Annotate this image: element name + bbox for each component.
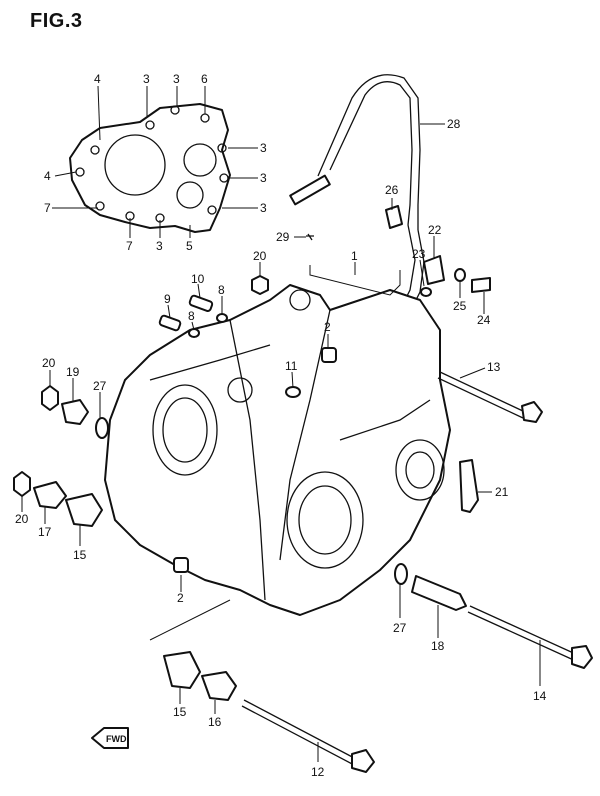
dowel-pin	[173, 557, 189, 573]
dowel-pin	[321, 347, 337, 363]
callout-24: 24	[477, 313, 491, 327]
washer-27-left	[95, 417, 109, 439]
callout-11: 11	[285, 359, 298, 373]
fwd-label: FWD	[106, 734, 127, 744]
collar-17	[33, 481, 67, 509]
bolt-14	[467, 605, 593, 669]
oring-11	[285, 386, 301, 398]
callout-numbers: 4 3 3 6 3 3 3 4 7 7 3 5 28 26 22 23 25 2…	[15, 72, 547, 779]
crankcase-assembly	[104, 284, 451, 616]
callout-27: 27	[93, 379, 107, 393]
callout-2: 2	[177, 591, 184, 605]
clamp-29	[306, 233, 314, 241]
callout-3: 3	[260, 141, 267, 155]
callout-3: 3	[156, 239, 163, 253]
leader-lines	[21, 85, 541, 762]
callout-17: 17	[38, 525, 52, 539]
callout-16: 16	[208, 715, 222, 729]
callout-29: 29	[276, 230, 290, 244]
callout-1: 1	[351, 249, 358, 263]
callout-5: 5	[186, 239, 193, 253]
bracket-21	[459, 459, 479, 513]
callout-22: 22	[428, 223, 442, 237]
callout-14: 14	[533, 689, 547, 703]
collar-18	[411, 575, 467, 611]
cap-26	[385, 205, 403, 229]
bolt-12	[241, 699, 375, 773]
crankcase-gasket	[69, 103, 231, 233]
washer-8a	[216, 313, 228, 323]
callout-20: 20	[42, 356, 56, 370]
callout-3: 3	[173, 72, 180, 86]
collar-19	[61, 399, 89, 425]
callout-20: 20	[15, 512, 29, 526]
bushing-15-left	[65, 493, 103, 527]
callout-10: 10	[191, 272, 205, 286]
callout-23: 23	[412, 247, 426, 261]
callout-4: 4	[94, 72, 101, 86]
callout-2: 2	[324, 320, 331, 334]
figure-title: FIG.3	[30, 10, 83, 32]
bolt-24	[471, 277, 491, 293]
callout-27: 27	[393, 621, 407, 635]
callout-15: 15	[173, 705, 187, 719]
callout-12: 12	[311, 765, 325, 779]
callout-3: 3	[260, 201, 267, 215]
fwd-arrow: FWD	[91, 727, 129, 749]
callout-21: 21	[495, 485, 509, 499]
callout-3: 3	[260, 171, 267, 185]
callout-20: 20	[253, 249, 267, 263]
washer-27-right	[394, 563, 408, 585]
callout-18: 18	[431, 639, 445, 653]
collar-16	[201, 671, 237, 701]
callout-8: 8	[188, 309, 195, 323]
callout-13: 13	[487, 360, 501, 374]
callout-4: 4	[44, 169, 51, 183]
spring-22	[423, 255, 445, 285]
callout-7: 7	[126, 239, 133, 253]
nut-20-upper	[251, 275, 269, 295]
callout-28: 28	[447, 117, 461, 131]
callout-26: 26	[385, 183, 399, 197]
callout-25: 25	[453, 299, 467, 313]
callout-7: 7	[44, 201, 51, 215]
clip-23	[420, 287, 432, 297]
nut-20-left-upper	[41, 385, 59, 411]
callout-19: 19	[66, 365, 80, 379]
nut-20-left-lower	[13, 471, 31, 497]
callout-3: 3	[143, 72, 150, 86]
callout-15: 15	[73, 548, 87, 562]
bolt-10	[188, 294, 214, 312]
bolt-9	[158, 314, 182, 332]
callout-9: 9	[164, 292, 171, 306]
callout-8: 8	[218, 283, 225, 297]
washer-25	[454, 268, 466, 282]
bushing-15-bottom	[163, 651, 201, 689]
washer-8b	[188, 328, 200, 338]
bolt-13	[437, 371, 543, 423]
callout-6: 6	[201, 72, 208, 86]
